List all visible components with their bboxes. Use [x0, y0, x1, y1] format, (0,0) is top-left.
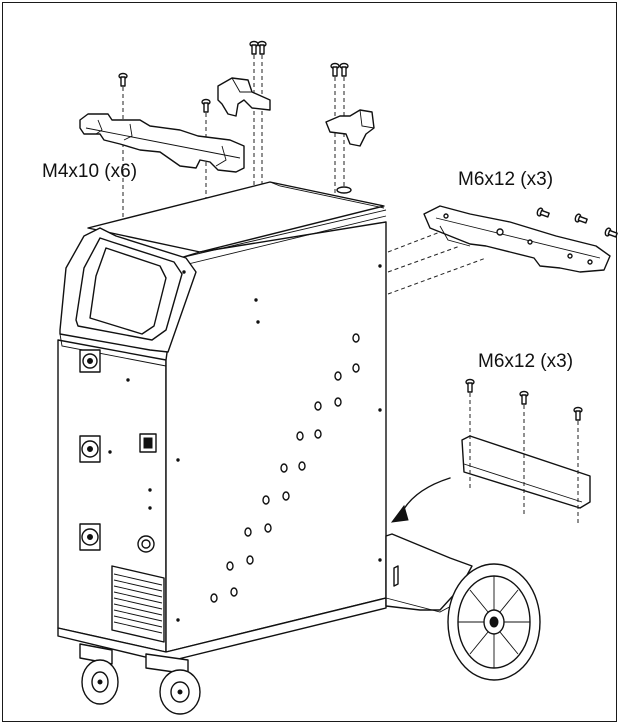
caster-wheel: [79, 643, 119, 705]
screw: [257, 40, 267, 55]
screw: [330, 62, 340, 77]
knob: [137, 535, 155, 553]
caster-wheel: [145, 653, 201, 715]
screw: [574, 213, 588, 224]
side-bracket: [423, 205, 611, 273]
shelf-plate: [461, 435, 591, 509]
socket: [79, 523, 101, 551]
socket: [79, 435, 101, 463]
rear-wheel: [447, 563, 541, 681]
vent-grille: [111, 565, 165, 643]
top-screws: [118, 40, 349, 113]
top-guides: [122, 55, 345, 245]
screw: [201, 98, 211, 113]
label-bracket-screws: M6x12 (x3): [458, 169, 554, 190]
clip-bracket-left: [217, 77, 271, 117]
screw: [519, 390, 529, 405]
machine-body: [57, 181, 387, 663]
screw: [465, 378, 475, 393]
install-arrow: [390, 477, 451, 523]
label-shelf-screws: M6x12 (x3): [478, 351, 574, 372]
screw: [536, 207, 550, 218]
connector: [139, 433, 157, 453]
fastener-dots: [108, 264, 382, 622]
screw: [573, 406, 583, 421]
shelf-guides: [469, 393, 579, 524]
screw: [118, 72, 128, 87]
clip-bracket-right: [325, 109, 375, 147]
socket: [79, 349, 101, 373]
screw: [249, 40, 259, 55]
cart-frame: [385, 533, 473, 613]
bracket-screws: [536, 207, 618, 238]
label-top-screws: M4x10 (x6): [42, 161, 138, 182]
side-guides: [387, 231, 487, 295]
shelf-screws: [465, 378, 583, 421]
handle-bracket-left: [79, 113, 245, 173]
screw: [604, 227, 618, 238]
side-holes: [210, 333, 360, 603]
screw: [339, 62, 349, 77]
